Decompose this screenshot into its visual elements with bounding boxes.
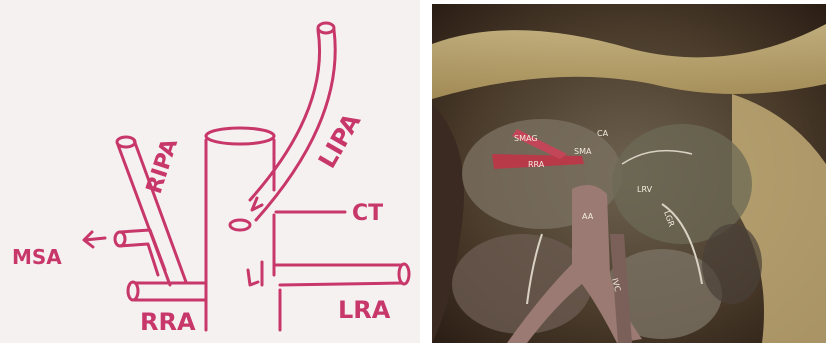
msa-arrow xyxy=(84,232,105,247)
photo-label-rra: RRA xyxy=(528,160,545,169)
schematic-drawing: RIPA LIPA CT MSA RRA LRA xyxy=(0,0,420,343)
msa-vessel-end xyxy=(115,232,125,246)
lipa-arrow xyxy=(252,198,262,210)
tissue-patch-5 xyxy=(702,224,762,304)
photo-label-ca: CA xyxy=(597,129,609,138)
lipa-vessel-left-wall xyxy=(250,30,320,200)
lra-vessel-end xyxy=(399,264,409,284)
photo-label-smag: SMAG xyxy=(514,134,538,143)
lipa-origin xyxy=(230,220,250,230)
ripa-label: RIPA xyxy=(142,136,183,197)
schematic-drawing-panel: RIPA LIPA CT MSA RRA LRA xyxy=(0,0,420,343)
lra-label: LRA xyxy=(338,296,391,324)
lra-vessel-lower xyxy=(280,283,402,285)
dissection-photo: SMAG RRA SMA CA LRV AA IVC LGR xyxy=(432,4,826,343)
photo-label-lrv: LRV xyxy=(637,185,653,194)
ct-label: CT xyxy=(352,201,383,226)
msa-branch-lower xyxy=(120,244,158,275)
aorta-top-opening xyxy=(206,128,274,144)
lipa-vessel-end xyxy=(318,23,334,33)
rra-label: RRA xyxy=(140,308,196,336)
small-mark xyxy=(248,262,262,285)
photo-label-sma: SMA xyxy=(574,147,592,156)
dissection-photo-panel: SMAG RRA SMA CA LRV AA IVC LGR xyxy=(432,4,826,343)
msa-branch-upper xyxy=(120,230,165,270)
msa-label: MSA xyxy=(12,245,62,269)
rra-vessel-end xyxy=(128,282,138,300)
lipa-vessel-right-wall xyxy=(256,30,335,220)
photo-label-aa: AA xyxy=(582,212,594,221)
ripa-vessel-end xyxy=(117,137,135,147)
